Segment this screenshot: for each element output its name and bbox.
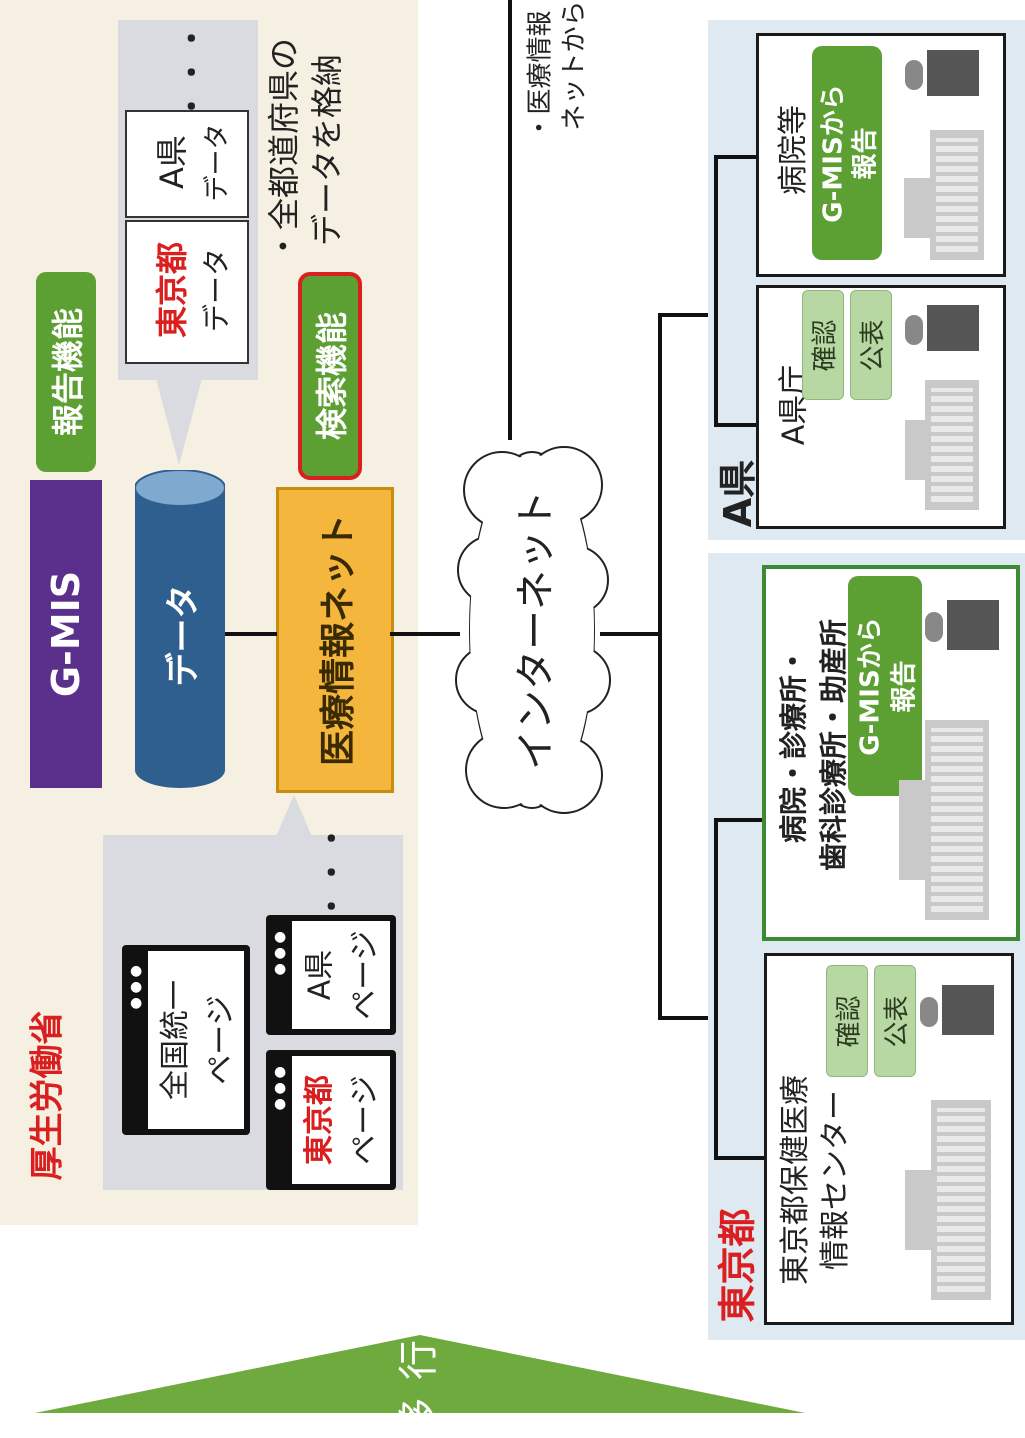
database-label: データ [163,584,204,686]
national-page-card: ●●● [122,945,250,1135]
office-building-icon [905,380,985,510]
tokyo-page-line2: ページ [348,1075,383,1165]
apref-data-sheet [125,110,249,218]
apref-data-title: A県 [153,135,191,189]
tokyo-page-line1: 東京都 [302,1075,337,1165]
apref-region-label: A県 [716,459,761,527]
apref-hospital-report-line1: G-MISから [818,83,849,223]
tokyo-to-center [714,1156,766,1160]
tokyo-data-title: 東京都 [153,241,192,339]
tokyo-facilities-line2: 歯科診療所・助産所 [817,618,851,872]
hospital-building-icon [900,130,990,260]
gmis-banner: G-MIS [30,480,102,788]
national-page-line1: 全国統一 [158,980,193,1100]
tokyo-to-facilities [714,818,766,822]
internet-top-connector [508,0,512,440]
database-icon [134,469,226,788]
tokyo-center-confirm-badge: 確認 [826,965,868,1077]
tokyo-center-line1: 東京都保健医療 [778,1075,813,1285]
top-note-line1: ・医療情報 [525,9,556,141]
internet-cloud [452,430,612,830]
data-stack-ellipsis: ・・・ [176,19,211,121]
pages-ellipsis: ・・・ [316,819,351,921]
computer-icon [905,50,985,122]
browser-dots-icon: ●●● [274,1064,287,1112]
internet-label: インターネット [513,490,559,770]
apref-branch [658,313,716,317]
apref-hospital-report-badge [812,46,882,260]
apref-hospital-report-line2: 報告 [850,126,881,180]
trunk-vertical [658,313,662,1018]
apref-page-line2: ページ [348,930,383,1020]
computer-icon [920,985,1000,1065]
computer-icon [905,305,985,377]
apref-page-line1: A県 [302,949,337,1001]
database-cylinder [134,469,226,788]
apref-hospital-name: 病院等 [776,105,811,195]
apref-data-sub: データ [202,122,233,202]
hospital-building-icon [895,720,995,920]
tokyo-facilities-report-line1: G-MISから [855,616,886,756]
search-function-badge: 検索機能 [298,272,362,480]
net-internet-connector [390,632,460,636]
tokyo-facilities-line1: 病院・診療所・ [777,646,811,844]
browser-dots-icon: ●●● [274,929,287,977]
tokyo-branch [658,1016,716,1020]
cloud-icon [455,446,611,814]
apref-to-hospital [714,155,758,159]
tokyo-inner-vertical [714,818,718,1158]
apref-inner-vertical [714,155,718,425]
office-building-icon [905,1100,995,1300]
tokyo-region-label: 東京都 [715,1207,760,1323]
medical-info-net-box: 医療情報ネット [276,487,394,793]
national-page-line2: ページ [204,995,239,1085]
internet-right-connector [600,632,660,636]
tokyo-data-sheet [125,220,249,364]
tokyo-center-line2: 情報センター [818,1090,853,1270]
report-function-badge: 報告機能 [36,272,96,472]
apref-office-publish-badge: 公表 [850,290,892,400]
browser-dots-icon: ●●● [130,963,143,1011]
callout-pointer [155,375,203,465]
tokyo-facilities-report-badge [848,576,922,796]
pages-pointer [268,795,320,855]
top-note-line2: ネットから [559,0,590,131]
db-net-connector [225,632,277,636]
apref-office-confirm-badge: 確認 [802,290,844,400]
migration-label: 移行 [396,1322,442,1438]
apref-page-card: ●●● [266,915,396,1035]
data-note-line1: ・全都道府県の [265,37,304,263]
tokyo-page-card: ●●● [266,1050,396,1190]
computer-icon [925,600,1005,680]
data-note-line2: データを格納 [308,53,347,247]
mhlw-title: 厚生労働省 [27,1010,68,1180]
tokyo-center-publish-badge: 公表 [874,965,916,1077]
migration-arrow [35,1335,805,1413]
apref-to-office [714,423,758,427]
tokyo-data-sub: データ [200,247,234,333]
